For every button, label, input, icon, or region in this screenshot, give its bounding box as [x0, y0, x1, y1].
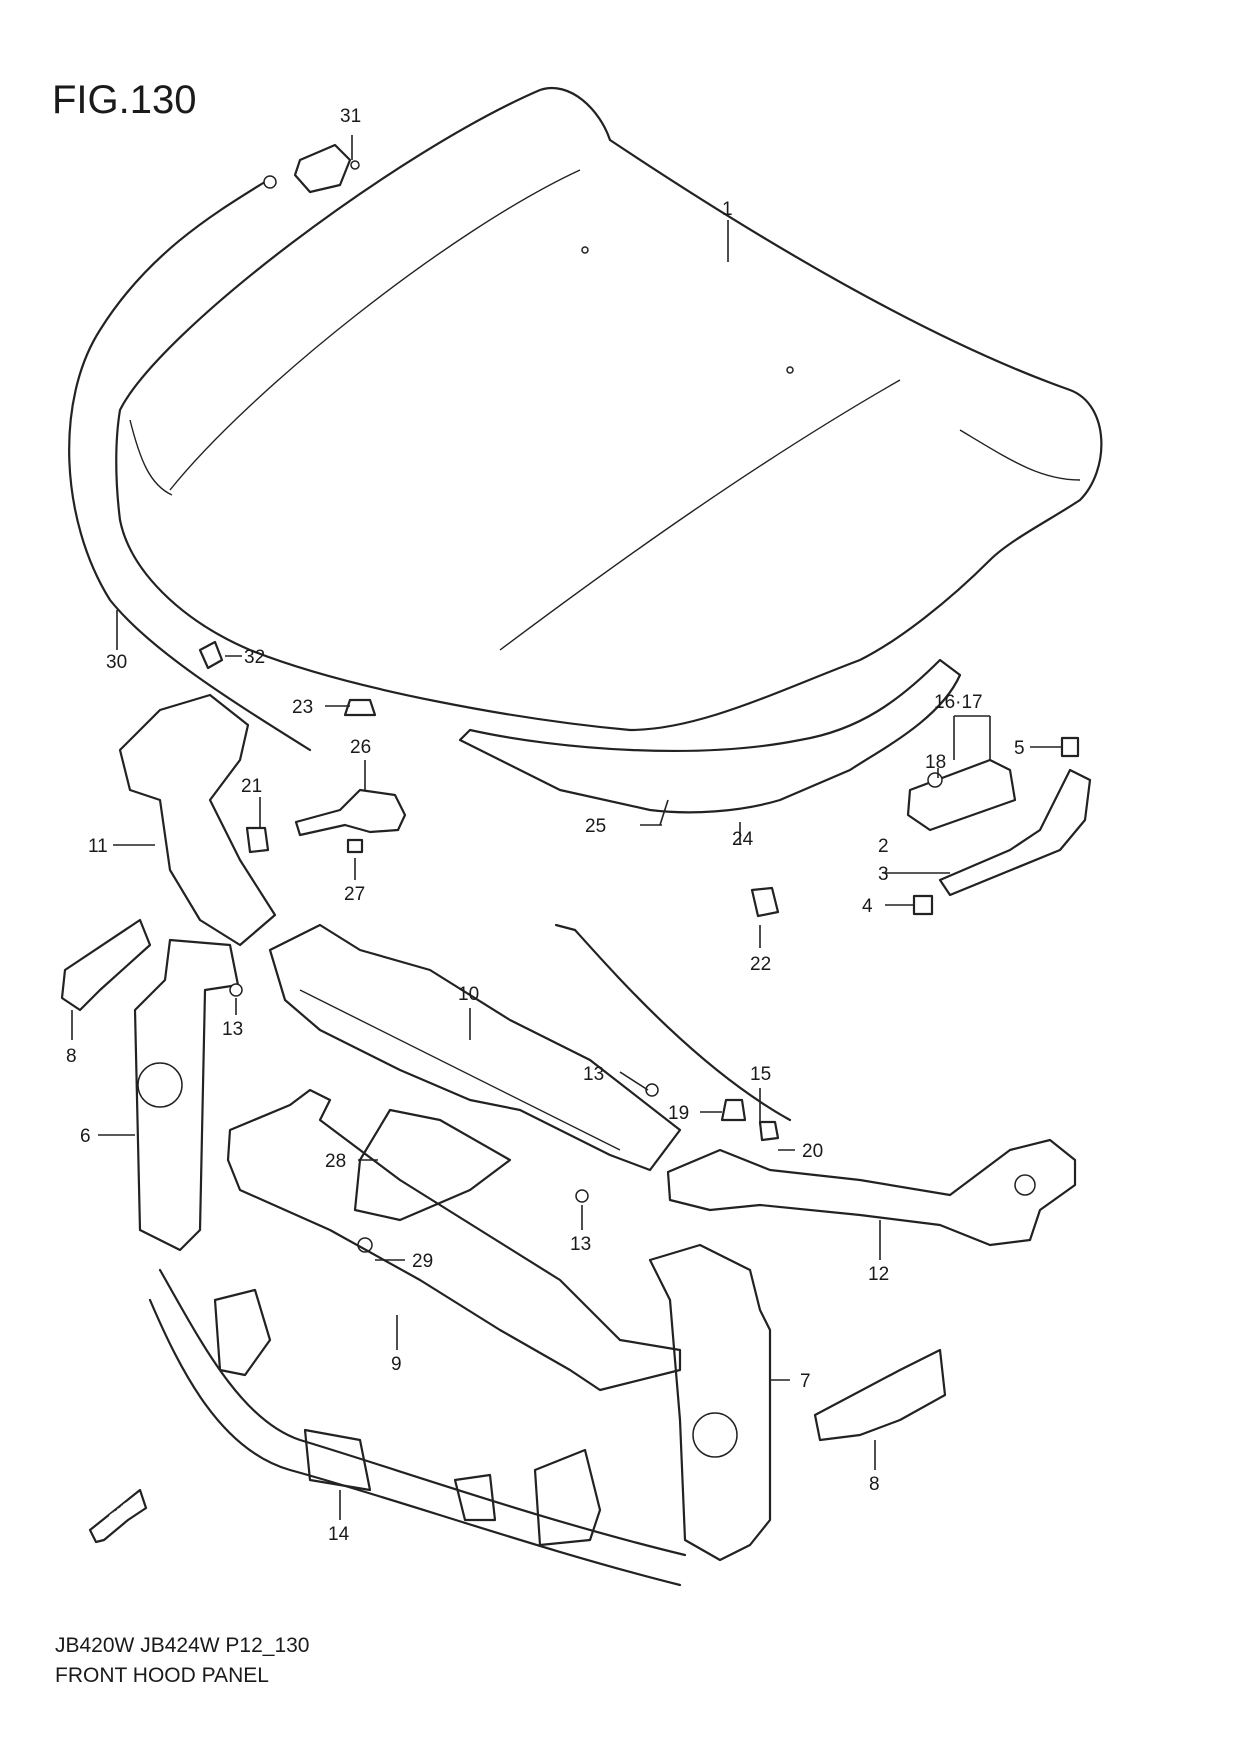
- support-member-left: [118, 693, 277, 947]
- callout-9: 9: [391, 1354, 402, 1375]
- callout-21: 21: [241, 776, 262, 797]
- callout-13-b: 13: [583, 1064, 604, 1085]
- hinge-bolt-5: [1060, 736, 1080, 758]
- callout-27: 27: [344, 884, 365, 905]
- callout-7: 7: [800, 1371, 811, 1392]
- hood-hinge: [906, 758, 1092, 897]
- bolt-13-c: [575, 1189, 589, 1203]
- release-handle: [263, 143, 360, 194]
- callout-13-a: 13: [222, 1019, 243, 1040]
- callout-14: 14: [328, 1524, 350, 1545]
- callout-20: 20: [802, 1141, 823, 1162]
- lock-bolt: [346, 838, 364, 854]
- lock-bracket: [353, 1108, 512, 1222]
- callout-labels: 1 2 3 4 5 6 7 8 8 9 10 11 12 13 13 13 14…: [66, 106, 1025, 1545]
- callout-4: 4: [862, 896, 873, 917]
- callout-3: 3: [878, 864, 889, 885]
- leader-lines: [71, 135, 1062, 1520]
- side-panel-right: [648, 1243, 772, 1562]
- callout-18: 18: [925, 752, 946, 773]
- hood-bumper-22: [750, 886, 780, 918]
- callout-2: 2: [878, 836, 889, 857]
- grommet: [720, 1098, 747, 1122]
- bracket-8-right: [813, 1348, 947, 1442]
- callout-24: 24: [732, 829, 754, 850]
- callout-22: 22: [750, 954, 771, 975]
- callout-10: 10: [458, 984, 479, 1005]
- callout-5: 5: [1014, 738, 1025, 759]
- callout-23: 23: [292, 697, 313, 718]
- callout-8-left: 8: [66, 1046, 77, 1067]
- callout-32: 32: [244, 647, 265, 668]
- callout-6: 6: [80, 1126, 91, 1147]
- hood-stay-rod: [554, 923, 792, 1122]
- callout-16-17: 16·17: [934, 692, 983, 713]
- callout-28: 28: [325, 1151, 346, 1172]
- bolt-13-a: [229, 983, 243, 997]
- callout-8-right: 8: [869, 1474, 880, 1495]
- stay-holder: [758, 1120, 780, 1142]
- upper-member: [268, 923, 682, 1172]
- callout-30: 30: [106, 652, 127, 673]
- callout-29: 29: [412, 1251, 433, 1272]
- hood-panel: [115, 87, 1103, 732]
- hood-bumper-23: [343, 698, 377, 717]
- callout-19: 19: [668, 1103, 689, 1124]
- callout-15: 15: [750, 1064, 771, 1085]
- hood-lock: [294, 788, 407, 837]
- hood-insulator: [458, 658, 962, 814]
- hood-release-cable: [68, 178, 312, 752]
- lower-member: [226, 1088, 682, 1392]
- hinge-bolt-4: [912, 894, 934, 916]
- bolt-13-b: [645, 1083, 659, 1097]
- callout-12: 12: [868, 1264, 889, 1285]
- side-panel-left: [133, 938, 240, 1252]
- hood-bumper-21: [245, 826, 270, 854]
- fwd-arrow-icon: FWD: [88, 1488, 148, 1544]
- callout-1: 1: [722, 199, 733, 220]
- support-member-right: [666, 1138, 1077, 1247]
- callout-31: 31: [340, 106, 361, 127]
- callout-25: 25: [585, 816, 606, 837]
- model-code-line: JB420W JB424W P12_130: [55, 1634, 310, 1657]
- callout-26: 26: [350, 737, 371, 758]
- figure-title: FIG.130: [52, 78, 197, 122]
- section-name-line: FRONT HOOD PANEL: [55, 1664, 269, 1687]
- cable-clip: [198, 640, 224, 670]
- fwd-label: FWD: [107, 1499, 134, 1524]
- callout-11: 11: [88, 836, 108, 857]
- bumper-reinforcement: [148, 1268, 687, 1587]
- bracket-8-left: [60, 918, 152, 1012]
- callout-13-c: 13: [570, 1234, 591, 1255]
